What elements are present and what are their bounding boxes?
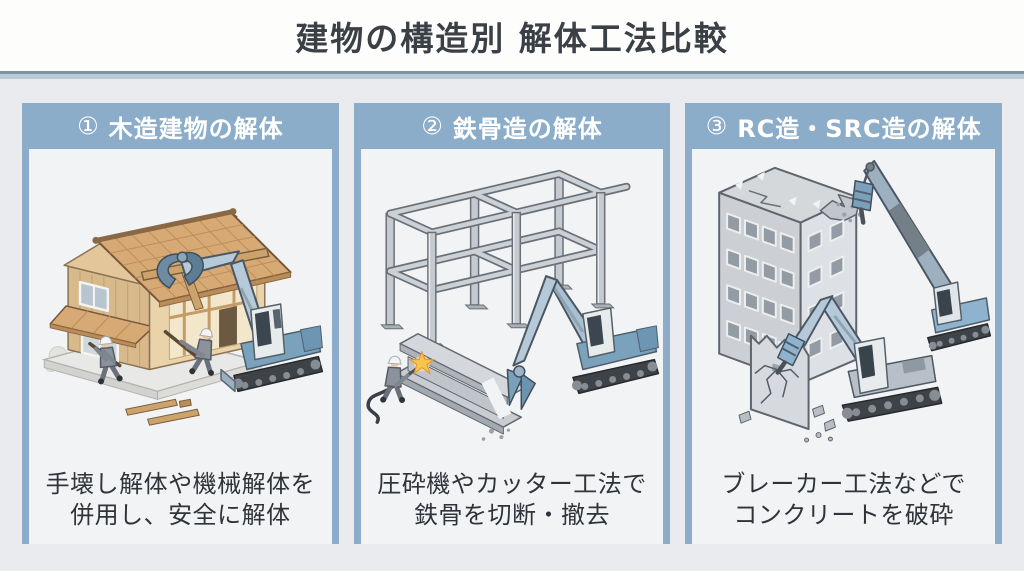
worker-with-torch [366,350,436,424]
panel-heading: 木造建物の解体 [108,114,284,143]
hydraulic-breaker [775,333,806,375]
panel-number: ② [421,112,444,140]
steel-frame-demolition-illustration [366,169,659,441]
panel-number: ① [77,112,100,140]
panel-steel-body: 圧砕機やカッター工法で 鉄骨を切断・撤去 [353,149,671,544]
torch-sparks [408,350,436,375]
panel-heading: 鉄骨造の解体 [452,114,603,143]
shear-cutter [506,365,536,410]
h-beam [395,333,526,441]
hanging-breaker [851,180,875,225]
page-title: 建物の構造別 解体工法比較 [295,18,729,58]
panel-number: ③ [705,112,729,140]
grapple-claw [156,251,204,289]
wooden-house-demolition-illustration [41,208,324,426]
concrete-building [718,166,863,385]
panel-rc-src-body: ブレーカー工法などで コンクリートを破砕 [685,149,1003,544]
panel-steel-caption: 圧砕機やカッター工法で 鉄骨を切断・撤去 [377,469,647,530]
panel-rc-src-caption: ブレーカー工法などで コンクリートを破砕 [721,469,966,530]
excavator-grapple [156,250,324,393]
panel-wooden: ① 木造建物の解体 [22,103,339,544]
panel-steel-header: ② 鉄骨造の解体 [353,103,671,149]
title-divider-light [0,74,1024,79]
steel-frame [379,169,631,349]
title-band: 建物の構造別 解体工法比較 [0,0,1024,71]
building-windows [726,212,845,367]
crane-breaker-machine [851,159,992,352]
panel-wooden-header: ① 木造建物の解体 [22,103,339,149]
rc-src-demolition-illustration [718,159,992,443]
comparison-columns: ① 木造建物の解体 [0,103,1024,544]
excavator-shear [506,275,659,410]
panel-heading: RC造・SRC造の解体 [737,114,982,143]
panel-rc-src: ③ RC造・SRC造の解体 [685,103,1003,544]
title-divider [0,71,1024,74]
excavator-breaker [775,295,943,422]
worker-with-bar-right [163,327,220,377]
panel-wooden-body: 手壊し解体や機械解体を 併用し、安全に解体 [22,149,339,544]
panel-steel: ② 鉄骨造の解体 [353,103,671,544]
panel-wooden-caption: 手壊し解体や機械解体を 併用し、安全に解体 [45,469,316,530]
worker-with-bar-left [88,335,123,385]
panel-rc-src-header: ③ RC造・SRC造の解体 [685,103,1003,149]
falling-rubble [738,404,837,443]
